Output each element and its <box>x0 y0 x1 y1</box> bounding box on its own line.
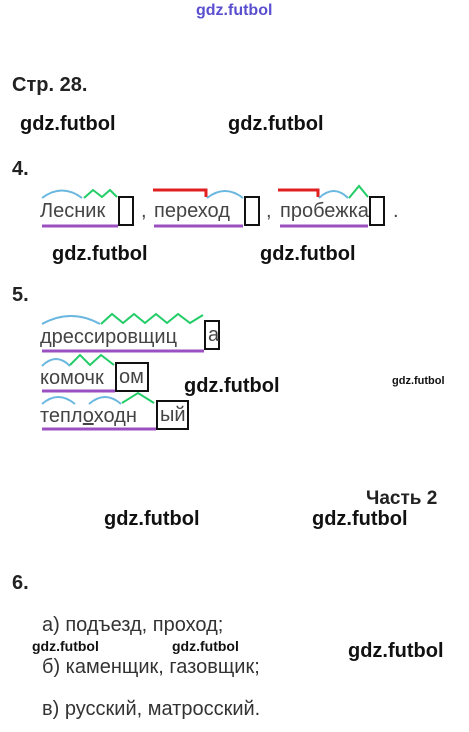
task-5-number: 5. <box>12 284 29 306</box>
root-arc <box>88 396 122 405</box>
watermark: gdz.futbol <box>20 113 116 135</box>
task-6-line-a: а) подъезд, проход; <box>42 614 224 636</box>
suffix-mark <box>83 188 118 199</box>
task-4-word-1: Лесник <box>40 200 106 222</box>
watermark: gdz.futbol <box>52 243 148 265</box>
word-part: ходн <box>93 405 137 427</box>
suffix-mark <box>100 312 204 325</box>
task-5-word-3: теплоходн <box>40 405 137 428</box>
root-arc <box>41 358 71 367</box>
page-label: Стр. 28. <box>12 74 88 96</box>
suffix-mark <box>69 353 115 367</box>
watermark: gdz.futbol <box>228 113 324 135</box>
task-4-word-2: переход <box>154 200 230 222</box>
root-arc <box>206 190 244 199</box>
suffix-mark <box>121 391 155 404</box>
root-arc <box>41 396 76 405</box>
task-5-word-1-stem: дрессировщиц <box>40 326 178 348</box>
watermark: gdz.futbol <box>348 640 444 662</box>
task-5-word-1-ending: а <box>204 320 220 350</box>
watermark: gdz.futbol <box>184 375 280 397</box>
ending-box <box>244 196 260 226</box>
comma: , <box>141 200 147 222</box>
ending-box <box>369 196 385 226</box>
period: . <box>393 200 399 222</box>
part-label: Часть 2 <box>366 488 438 509</box>
task-5-word-2-ending: ом <box>115 362 149 392</box>
suffix-mark <box>348 184 369 199</box>
task-5-word-2-stem: комочк <box>40 367 104 389</box>
watermark: gdz.futbol <box>32 638 99 654</box>
watermark: gdz.futbol <box>104 508 200 530</box>
watermark: gdz.futbol <box>312 508 408 530</box>
prefix-mark <box>278 188 320 197</box>
watermark: gdz.futbol <box>260 243 356 265</box>
task-6-number: 6. <box>12 572 29 594</box>
watermark: gdz.futbol <box>392 375 445 387</box>
task-6-line-b: б) каменщик, газовщик; <box>42 656 260 678</box>
root-arc <box>41 315 101 325</box>
watermark: gdz.futbol <box>172 638 239 654</box>
prefix-mark <box>153 188 208 197</box>
task-5-word-3-ending: ый <box>156 400 189 430</box>
root-arc <box>41 189 83 199</box>
task-4-number: 4. <box>12 158 29 180</box>
root-arc <box>318 190 349 199</box>
comma: , <box>266 200 272 222</box>
connecting-vowel: о <box>82 405 94 427</box>
task-4-word-3: пробежка <box>280 200 369 222</box>
word-part: тепл <box>40 405 83 427</box>
task-6-line-c: в) русский, матросский. <box>42 698 261 720</box>
ending-box <box>118 196 134 226</box>
watermark: gdz.futbol <box>196 2 273 19</box>
